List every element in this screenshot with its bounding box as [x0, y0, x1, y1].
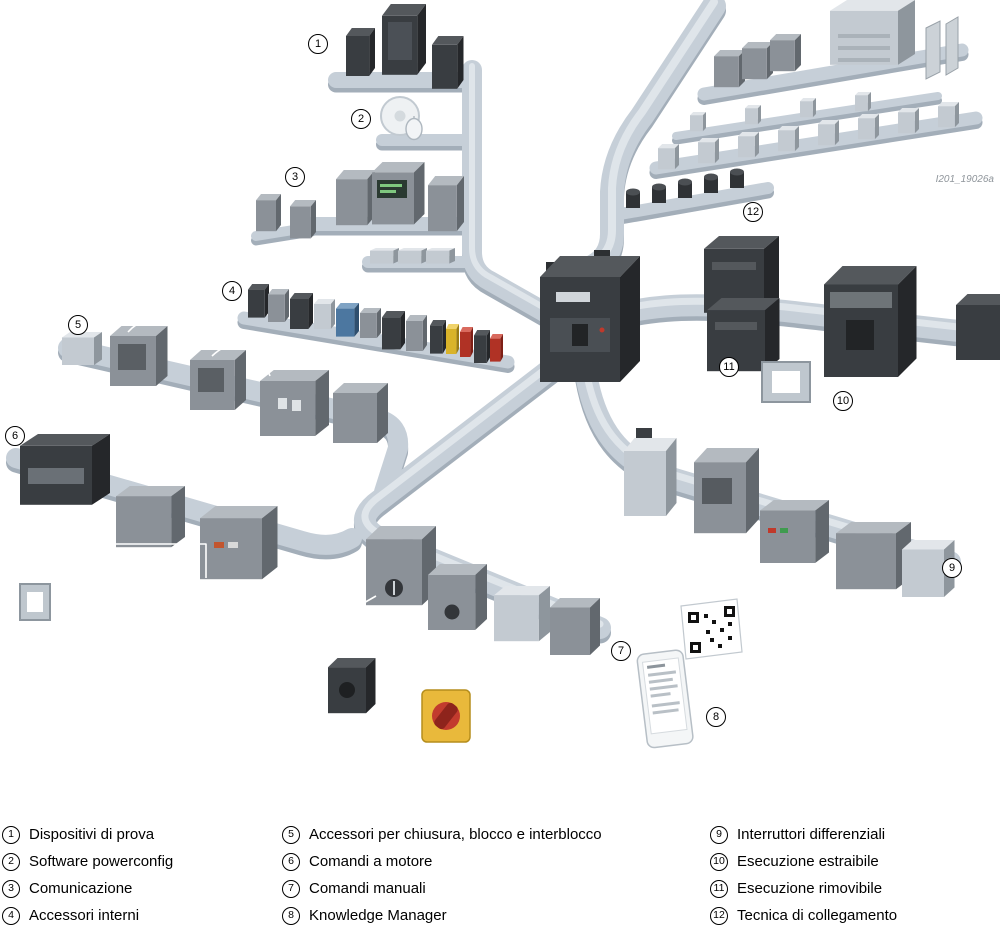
legend-item-7: 7 Comandi manuali — [282, 875, 602, 902]
module-display — [377, 180, 407, 198]
legend-number-badge: 10 — [710, 852, 728, 871]
legend-item-4: 4 Accessori interni — [2, 902, 173, 929]
phase-barrier — [925, 20, 941, 80]
legend-item-10: 10 Esecuzione estraibile — [710, 848, 897, 875]
legend-item-3: 3 Comunicazione — [2, 875, 173, 902]
callout-8: 8 — [706, 707, 726, 727]
central-breaker — [540, 250, 640, 382]
legend-item-2: 2 Software powerconfig — [2, 848, 173, 875]
legend-number-badge: 11 — [710, 879, 728, 898]
callout-10: 10 — [833, 391, 853, 411]
door-handle — [339, 682, 355, 698]
smartphone — [636, 649, 694, 749]
mouse-icon — [405, 116, 423, 141]
mounting-frame — [19, 583, 51, 621]
callout-12: 12 — [743, 202, 763, 222]
rotary-knob — [444, 604, 460, 620]
legend-item-1: 1 Dispositivi di prova — [2, 821, 173, 848]
mounting-line — [445, 633, 471, 688]
legend-column-3: 9 Interruttori differenziali 10 Esecuzio… — [710, 821, 897, 929]
cluster-rcd — [624, 428, 955, 597]
callout-1: 1 — [308, 34, 328, 54]
legend-item-12: 12 Tecnica di collegamento — [710, 902, 897, 929]
mounting-line — [347, 595, 377, 664]
legend-label: Dispositivi di prova — [29, 826, 155, 843]
legend-number-badge: 3 — [2, 879, 20, 898]
toggle — [572, 324, 588, 346]
legend-item-11: 11 Esecuzione rimovibile — [710, 875, 897, 902]
phase-barrier — [945, 16, 959, 76]
legend-column-2: 5 Accessori per chiusura, blocco e inter… — [282, 821, 602, 929]
legend-item-6: 6 Comandi a motore — [282, 848, 602, 875]
cluster-connection-technology — [626, 0, 959, 208]
tablet-screen — [388, 22, 412, 60]
legend-number-badge: 5 — [282, 825, 300, 844]
legend-label: Comandi manuali — [309, 880, 426, 897]
round-terminals — [626, 168, 744, 208]
emergency-rotary-handle — [421, 689, 471, 743]
lock-cable — [127, 317, 197, 349]
cluster-communication — [256, 162, 464, 264]
legend-label: Comunicazione — [29, 880, 133, 897]
cluster-plugin-version — [704, 236, 780, 372]
legend-number-badge: 6 — [282, 852, 300, 871]
legend-label: Comandi a motore — [309, 853, 433, 870]
legend-item-8: 8 Knowledge Manager — [282, 902, 602, 929]
legend-number-badge: 1 — [2, 825, 20, 844]
mounting-line — [35, 543, 207, 586]
callout-6: 6 — [5, 426, 25, 446]
qr-code — [680, 598, 743, 660]
legend-label: Accessori interni — [29, 907, 140, 924]
lock-cable — [211, 343, 271, 377]
legend-label: Software powerconfig — [29, 853, 174, 870]
legend-column-1: 1 Dispositivi di prova 2 Software powerc… — [2, 821, 173, 929]
legend-label: Interruttori differenziali — [737, 826, 886, 843]
cluster-manual-operators — [328, 526, 600, 743]
diagram-canvas — [0, 0, 1000, 749]
cluster-knowledge-manager — [636, 598, 743, 749]
legend-label: Esecuzione estraibile — [737, 853, 879, 870]
cluster-powerconfig — [380, 96, 423, 141]
legend-number-badge: 7 — [282, 879, 300, 898]
mounting-frame — [761, 361, 811, 403]
legend-label: Knowledge Manager — [309, 907, 447, 924]
cluster-test-devices — [346, 4, 464, 89]
legend-number-badge: 4 — [2, 906, 20, 925]
legend-number-badge: 9 — [710, 825, 728, 844]
legend-number-badge: 8 — [282, 906, 300, 925]
legend-label: Accessori per chiusura, blocco e interbl… — [309, 826, 602, 843]
legend-label: Tecnica di collegamento — [737, 907, 898, 924]
figure-id-watermark: I201_19026a — [935, 174, 994, 185]
callout-2: 2 — [351, 109, 371, 129]
legend-number-badge: 2 — [2, 852, 20, 871]
callout-4: 4 — [222, 281, 242, 301]
callout-3: 3 — [285, 167, 305, 187]
legend-item-9: 9 Interruttori differenziali — [710, 821, 897, 848]
legend-number-badge: 12 — [710, 906, 728, 925]
callout-9: 9 — [942, 558, 962, 578]
cluster-motor-operators — [19, 434, 278, 621]
padlock-icon — [278, 398, 287, 409]
rating-label — [556, 292, 590, 302]
callout-7: 7 — [611, 641, 631, 661]
callout-5: 5 — [68, 315, 88, 335]
cluster-locking-accessories — [62, 317, 388, 443]
legend-label: Esecuzione rimovibile — [737, 880, 883, 897]
legend-item-5: 5 Accessori per chiusura, blocco e inter… — [282, 821, 602, 848]
cluster-withdrawable-version — [761, 266, 1000, 403]
padlock-icon — [292, 400, 301, 411]
callout-11: 11 — [719, 357, 739, 377]
